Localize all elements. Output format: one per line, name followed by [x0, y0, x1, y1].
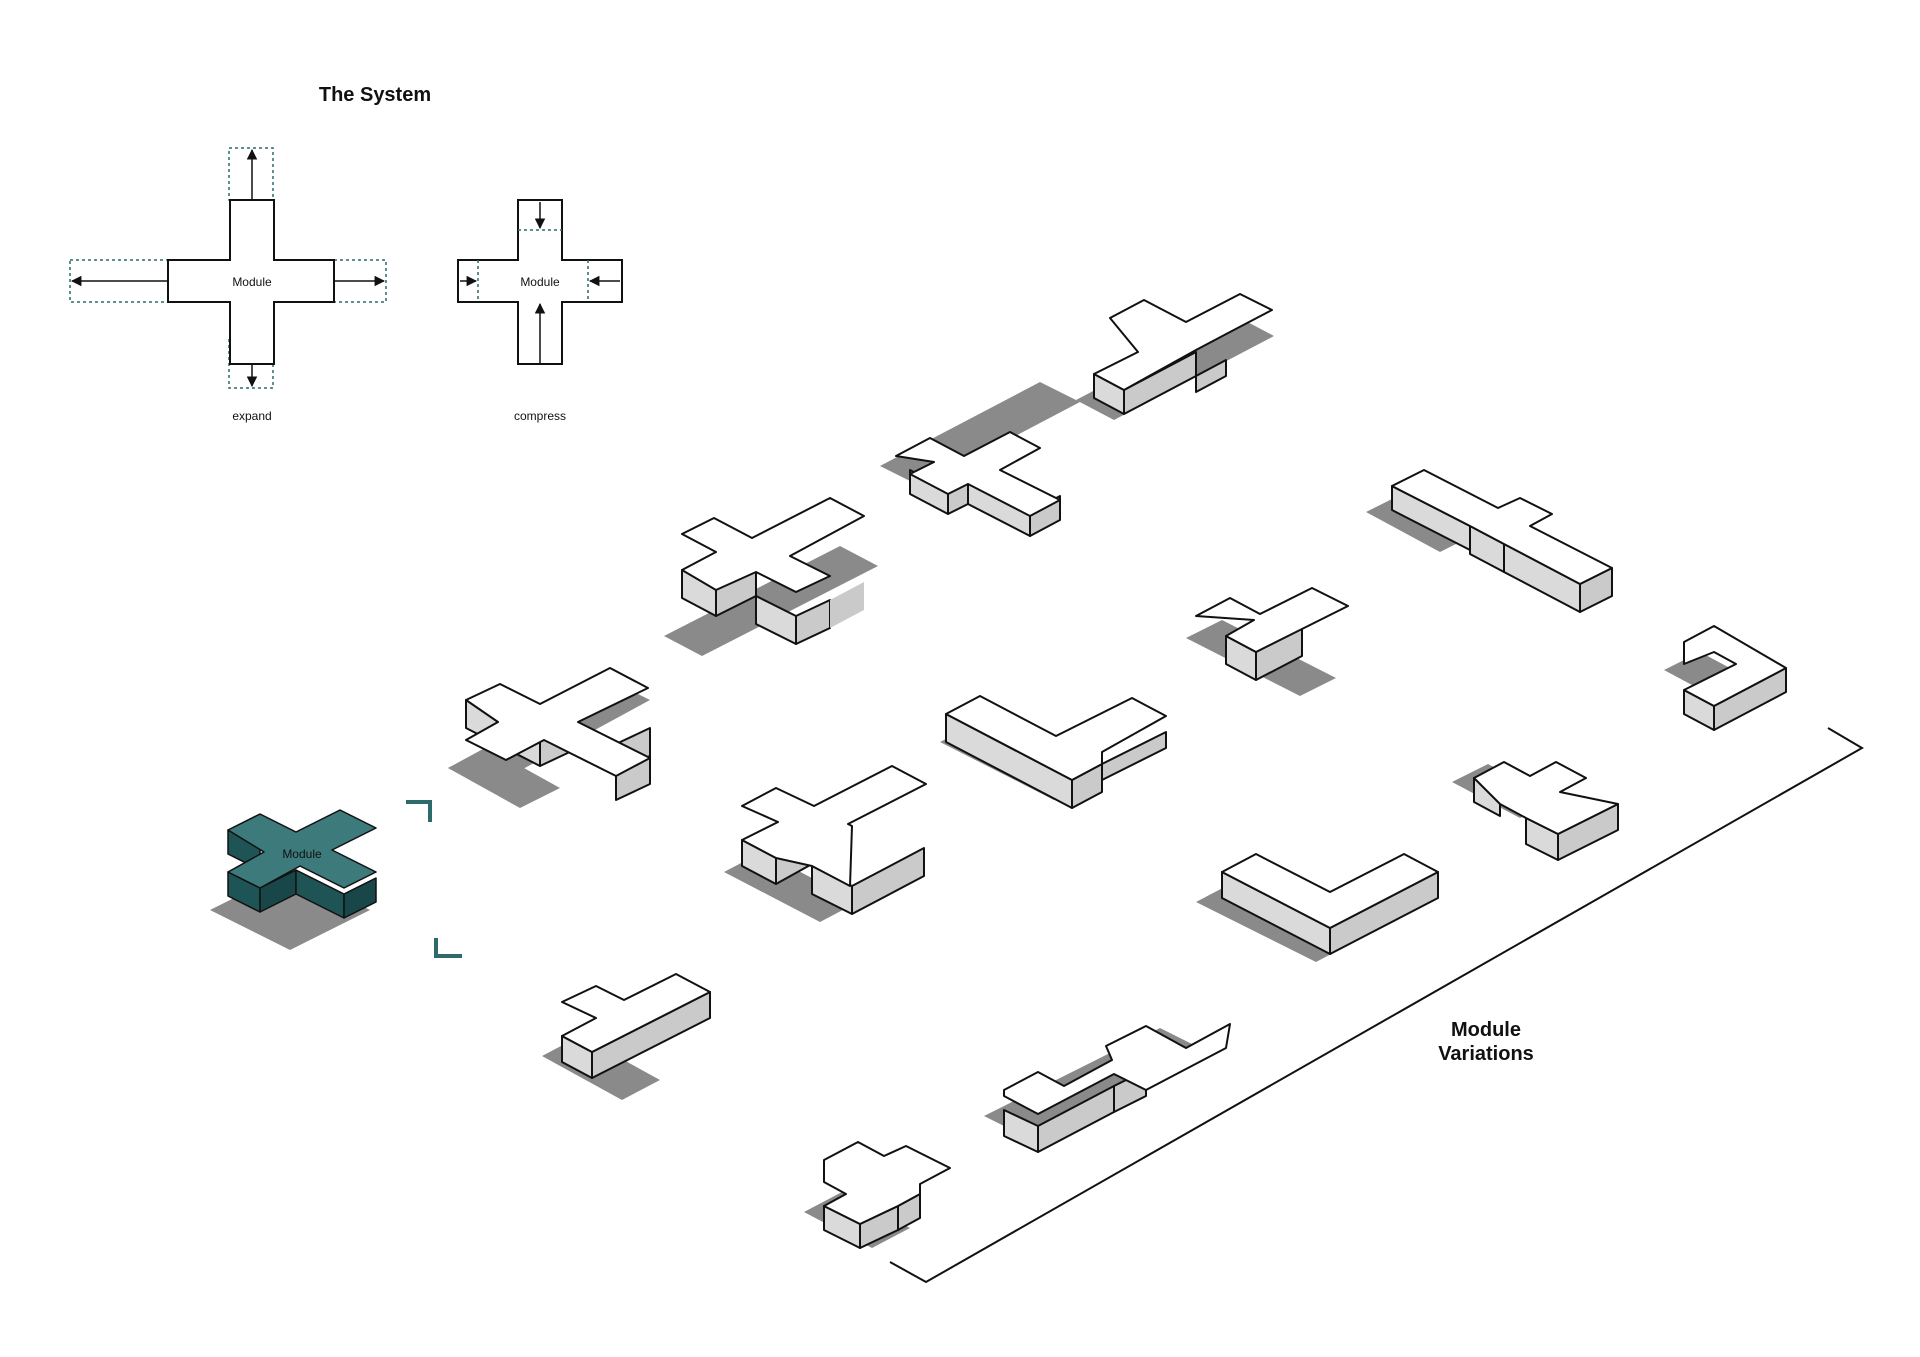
variation-block [561, 973, 711, 1079]
variations-bracket [889, 727, 1864, 1284]
compress-module-cross [457, 199, 623, 365]
variation-block [1221, 853, 1439, 955]
variations-title-line2: Variations [1438, 1043, 1534, 1065]
base-module-block: Module [210, 809, 377, 950]
expand-module-cross [167, 199, 335, 365]
base-module-top [227, 809, 377, 889]
expand-caption: expand [232, 409, 271, 423]
selection-brackets [406, 800, 462, 958]
variation-block [1473, 761, 1619, 861]
variation-block [1391, 469, 1613, 613]
compress-dashed-lines [477, 229, 589, 302]
compress-caption: compress [514, 409, 566, 423]
base-module-label: Module [282, 847, 322, 861]
expand-module-label: Module [232, 275, 272, 289]
variation-block [1683, 625, 1787, 731]
compress-diagram: Module compress [457, 199, 623, 423]
compress-arrows [460, 202, 620, 364]
variation-blocks [465, 293, 1787, 1249]
variation-block [465, 667, 651, 801]
variation-block [741, 765, 927, 915]
variation-block [895, 431, 1061, 537]
variation-block [945, 695, 1167, 809]
variation-block [1003, 1023, 1231, 1153]
variation-block [823, 1141, 951, 1249]
expand-arrows [70, 148, 386, 388]
expand-diagram: Module expand [69, 147, 387, 423]
variation-block [681, 497, 865, 645]
expand-dashed-extents [69, 147, 387, 389]
variations-title-line1: Module [1451, 1019, 1521, 1041]
system-title: The System [319, 84, 431, 106]
compress-module-label: Module [520, 275, 560, 289]
variation-block [1093, 293, 1273, 415]
variation-block [1195, 587, 1349, 681]
